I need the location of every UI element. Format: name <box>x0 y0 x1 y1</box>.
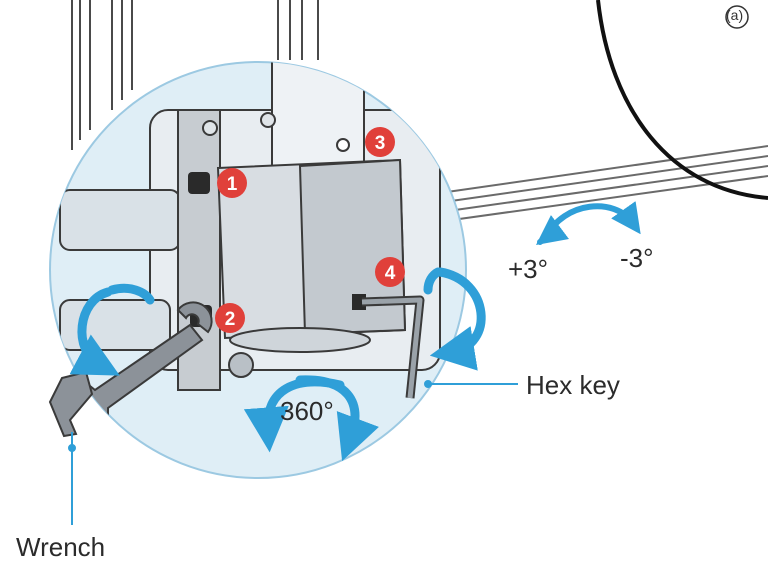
svg-text:3: 3 <box>375 133 386 154</box>
tilt-arrow <box>542 201 641 241</box>
side-bracket <box>59 189 181 251</box>
svg-text:1: 1 <box>227 174 238 195</box>
wrench-rotate-arrow <box>69 287 120 376</box>
hex-rotate-arrow <box>429 267 486 371</box>
wrench-handle-outside <box>48 370 94 438</box>
lower-bracket <box>59 299 171 351</box>
mount-block-face <box>298 158 407 336</box>
screw-top-right <box>260 112 276 128</box>
rail-lines <box>439 145 768 221</box>
nut-lower <box>228 352 254 378</box>
callout-1: 1 <box>217 168 247 198</box>
frame-posts <box>71 0 319 150</box>
screw-top-left <box>202 120 218 136</box>
hole-top <box>336 138 350 152</box>
rotation-label: 360° <box>280 396 334 426</box>
display-edge-curve <box>596 0 768 200</box>
corner-mark-icon <box>725 5 749 29</box>
callout-2: 2 <box>215 303 245 333</box>
svg-text:4: 4 <box>385 263 396 284</box>
callout-3: 3 <box>365 127 395 157</box>
hex-key-tool <box>352 294 425 399</box>
corner-mark-label: (a) <box>726 7 744 23</box>
tilt-plus-label: +3° <box>508 254 549 284</box>
leader-lines <box>68 380 518 525</box>
tilt-arrow-start <box>536 215 569 245</box>
hex-rotate-arrow-top <box>423 267 443 295</box>
wrench-rotate-arrow-top <box>107 283 155 305</box>
collar-ring <box>229 327 371 353</box>
bolt-1 <box>188 172 210 194</box>
rotation-arrows <box>69 201 641 462</box>
pan-rotate-arrow-right <box>295 375 379 462</box>
svg-text:2: 2 <box>225 309 236 330</box>
wrench-label: Wrench <box>16 532 106 562</box>
callout-4: 4 <box>375 257 405 287</box>
hex-key-label: Hex key <box>526 370 620 400</box>
tilt-minus-label: -3° <box>620 243 654 273</box>
